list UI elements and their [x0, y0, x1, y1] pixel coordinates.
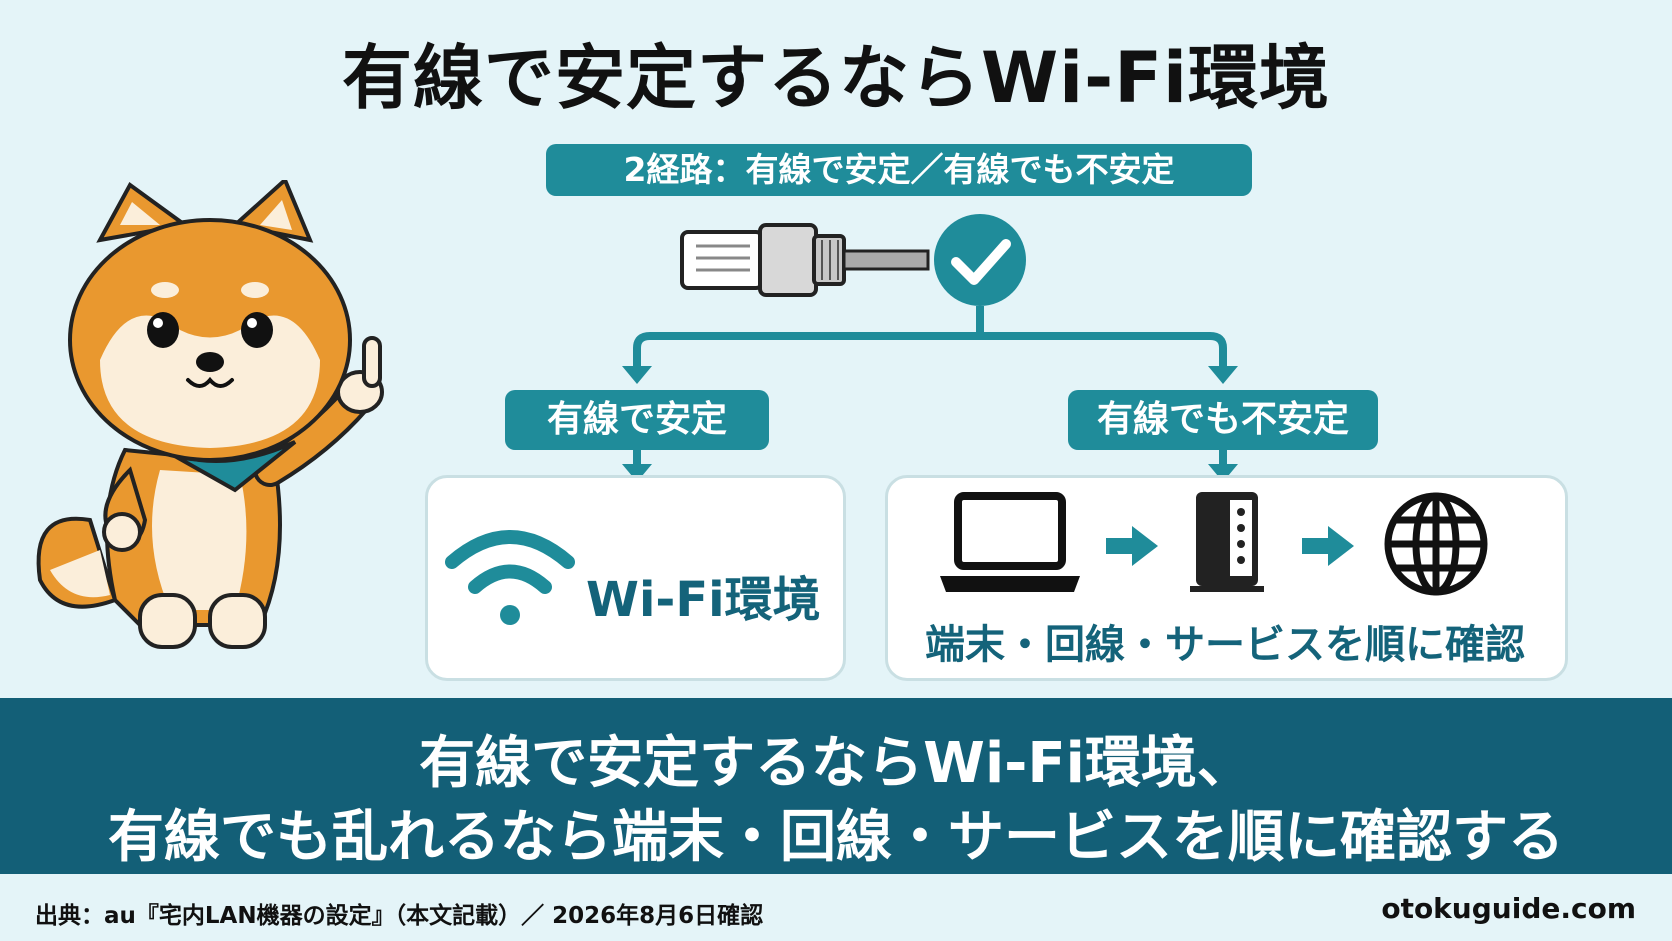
wifi-result-text: Wi-Fi環境 — [586, 572, 821, 628]
branch-label-unstable: 有線でも不安定 — [1068, 390, 1378, 450]
globe-icon — [1384, 492, 1488, 596]
laptop-icon — [940, 492, 1080, 592]
router-icon — [1190, 492, 1264, 592]
arrow-right-icon — [1302, 526, 1354, 566]
result-card-wifi — [425, 475, 846, 681]
arrow-right-icon — [1106, 526, 1158, 566]
summary-line-2: 有線でも乱れるなら端末・回線・サービスを順に確認する — [108, 805, 1564, 870]
wifi-icon — [445, 530, 575, 625]
page-title: 有線で安定するならWi-Fi環境 — [341, 37, 1331, 119]
subtitle-pill: 2経路：有線で安定／有線でも不安定 — [546, 144, 1252, 196]
branch-arrowheads — [622, 366, 1238, 482]
summary-band — [0, 698, 1672, 874]
check-order-text: 端末・回線・サービスを順に確認 — [925, 622, 1525, 668]
check-icon — [934, 214, 1026, 306]
branch-lines — [633, 306, 1227, 466]
site-url: otokuguide.com — [1381, 892, 1636, 925]
lan-cable-icon — [680, 223, 930, 297]
source-citation: 出典：au『宅内LAN機器の設定』（本文記載）／ 2026年8月6日確認 — [35, 903, 764, 929]
shiba-dog-mascot — [36, 180, 384, 649]
branch-label-stable: 有線で安定 — [505, 390, 769, 450]
summary-line-1: 有線で安定するならWi-Fi環境、 — [419, 731, 1253, 796]
